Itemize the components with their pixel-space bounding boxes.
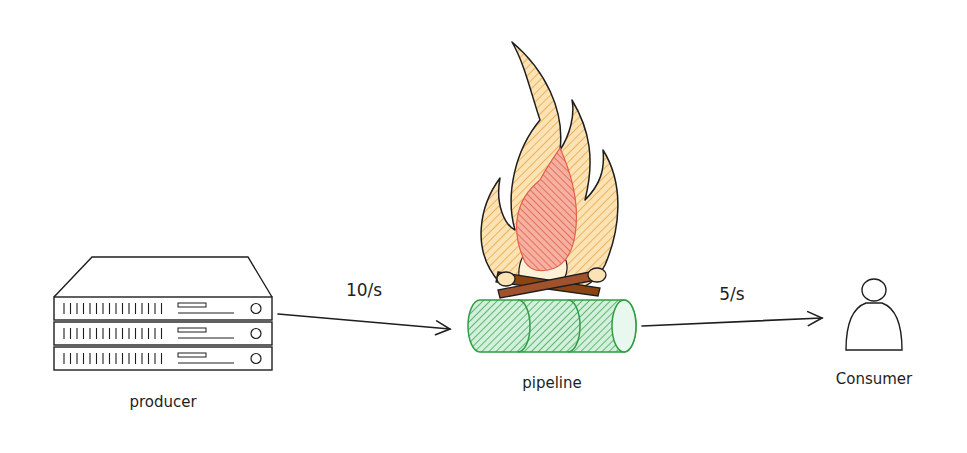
flow-arrow bbox=[642, 312, 822, 326]
rate-label: 10/s bbox=[343, 280, 385, 300]
consumer-node: Consumer bbox=[838, 276, 910, 354]
person-icon bbox=[838, 276, 910, 354]
pipeline-node: pipeline bbox=[466, 296, 638, 356]
node-label: Consumer bbox=[836, 370, 913, 388]
flow-arrow bbox=[278, 314, 450, 335]
pipe-icon bbox=[466, 296, 638, 356]
node-label: producer bbox=[129, 393, 196, 411]
server-icon bbox=[52, 255, 274, 373]
rate-label: 5/s bbox=[716, 284, 747, 304]
server-node: producer bbox=[52, 255, 274, 373]
node-label: pipeline bbox=[522, 374, 582, 392]
